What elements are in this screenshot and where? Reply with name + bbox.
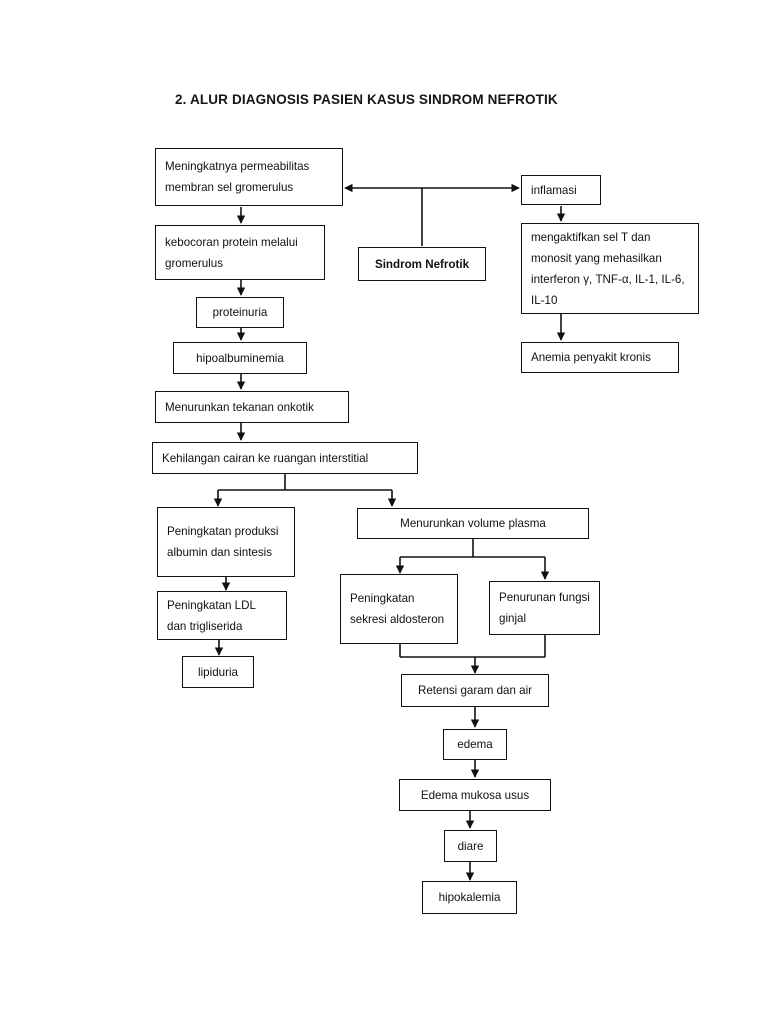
node-sindrom-nefrotik[interactable]: Sindrom Nefrotik	[358, 247, 486, 281]
node-mengaktifkan-sel-t[interactable]: mengaktifkan sel T dan monosit yang meha…	[521, 223, 699, 314]
node-edema[interactable]: edema	[443, 729, 507, 760]
node-permeabilitas[interactable]: Meningkatnya permeabilitas membran sel g…	[155, 148, 343, 206]
node-hipokalemia[interactable]: hipokalemia	[422, 881, 517, 914]
node-peningkatan-produksi-albumin[interactable]: Peningkatan produksi albumin dan sintesi…	[157, 507, 295, 577]
node-peningkatan-ldl[interactable]: Peningkatan LDL dan trigliserida	[157, 591, 287, 640]
node-penurunan-fungsi-ginjal[interactable]: Penurunan fungsi ginjal	[489, 581, 600, 635]
node-kehilangan-cairan[interactable]: Kehilangan cairan ke ruangan interstitia…	[152, 442, 418, 474]
node-inflamasi[interactable]: inflamasi	[521, 175, 601, 205]
page-title: 2. ALUR DIAGNOSIS PASIEN KASUS SINDROM N…	[175, 92, 558, 107]
node-lipiduria[interactable]: lipiduria	[182, 656, 254, 688]
node-edema-mukosa-usus[interactable]: Edema mukosa usus	[399, 779, 551, 811]
node-retensi-garam-air[interactable]: Retensi garam dan air	[401, 674, 549, 707]
node-proteinuria[interactable]: proteinuria	[196, 297, 284, 328]
node-menurunkan-tekanan-onkotik[interactable]: Menurunkan tekanan onkotik	[155, 391, 349, 423]
node-peningkatan-sekresi-aldosteron[interactable]: Peningkatan sekresi aldosteron	[340, 574, 458, 644]
node-hipoalbuminemia[interactable]: hipoalbuminemia	[173, 342, 307, 374]
node-anemia-penyakit-kronis[interactable]: Anemia penyakit kronis	[521, 342, 679, 373]
node-menurunkan-volume-plasma[interactable]: Menurunkan volume plasma	[357, 508, 589, 539]
node-kebocoran-protein[interactable]: kebocoran protein melalui gromerulus	[155, 225, 325, 280]
node-diare[interactable]: diare	[444, 830, 497, 862]
